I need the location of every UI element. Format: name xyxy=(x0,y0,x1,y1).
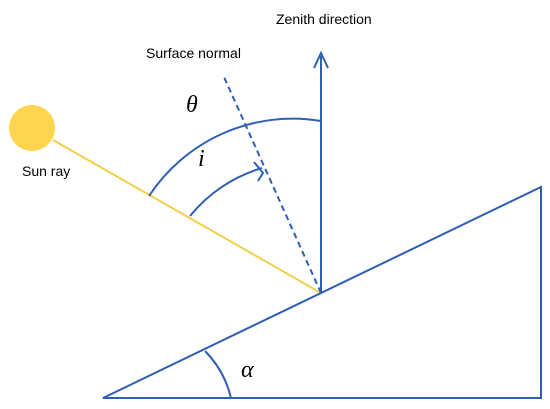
zenith-direction-label: Zenith direction xyxy=(276,11,372,27)
slope-angle-arc xyxy=(204,350,232,399)
surface-normal-line xyxy=(223,76,322,294)
sun-ray-line xyxy=(52,139,322,294)
theta-label: θ xyxy=(186,92,198,118)
surface-normal-label: Surface normal xyxy=(146,45,241,61)
incidence-arrowhead xyxy=(253,161,265,182)
slope-angle-label: α xyxy=(241,357,254,383)
zenith-angle-arc xyxy=(148,117,322,197)
zenith-arrowhead xyxy=(313,50,329,69)
sun-icon xyxy=(9,105,55,151)
sun-ray-label: Sun ray xyxy=(22,163,70,179)
incidence-angle-arc xyxy=(189,167,263,217)
incidence-angle-label: i xyxy=(198,146,205,172)
